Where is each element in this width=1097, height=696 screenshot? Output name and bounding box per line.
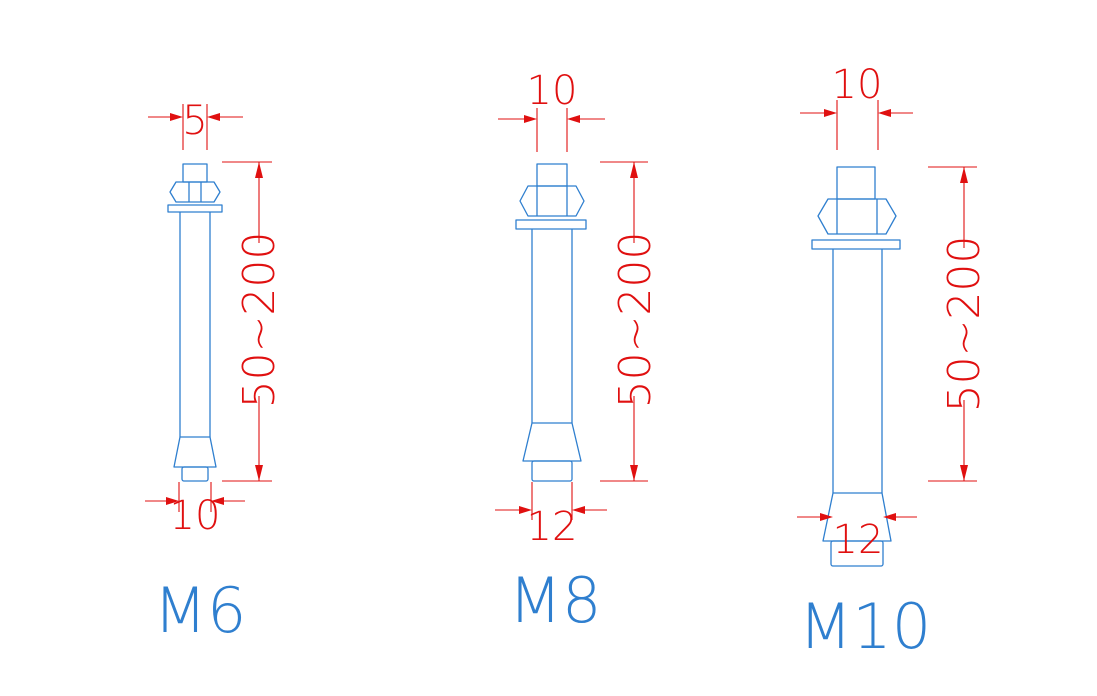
- bolt-m8-thread-width-text: 10: [527, 68, 578, 114]
- bolt-m8-body: [515, 163, 587, 482]
- bolt-m10-cone-width-text: 12: [833, 517, 884, 563]
- bolt-m6: 5 50~200 10 M6: [145, 98, 285, 647]
- bolt-m10-label: M10: [799, 590, 931, 663]
- bolt-m6-cone-dimension: 10: [145, 482, 245, 539]
- bolt-m10-body: [811, 166, 901, 567]
- bolt-m10-cone-dimension: 12: [797, 513, 917, 563]
- bolt-m6-length-dimension: 50~200: [222, 161, 285, 482]
- bolt-m8-cone-dimension: 12: [495, 482, 607, 550]
- bolt-m6-thread-width-text: 5: [182, 98, 207, 144]
- bolt-m10: 10 50~200 12 M10: [797, 62, 990, 663]
- bolt-m6-cone-width-text: 10: [170, 493, 221, 539]
- bolt-m6-body: [167, 163, 223, 482]
- bolt-m8: 10 50~200 12 M8: [495, 68, 661, 637]
- bolt-m8-label: M8: [509, 564, 602, 637]
- bolt-m8-cone-width-text: 12: [527, 504, 578, 550]
- bolt-m10-thread-width-text: 10: [832, 62, 883, 108]
- bolt-m8-length-text: 50~200: [610, 232, 661, 409]
- bolt-m10-length-text: 50~200: [939, 236, 990, 413]
- bolt-m10-thread-dimension: 10: [800, 62, 913, 150]
- bolt-m8-length-dimension: 50~200: [600, 161, 661, 482]
- bolt-m6-label: M6: [154, 574, 247, 647]
- bolt-m8-thread-dimension: 10: [498, 68, 605, 152]
- bolt-m6-length-text: 50~200: [234, 232, 285, 409]
- bolt-m6-thread-dimension: 5: [148, 98, 243, 150]
- bolt-m10-length-dimension: 50~200: [928, 166, 990, 482]
